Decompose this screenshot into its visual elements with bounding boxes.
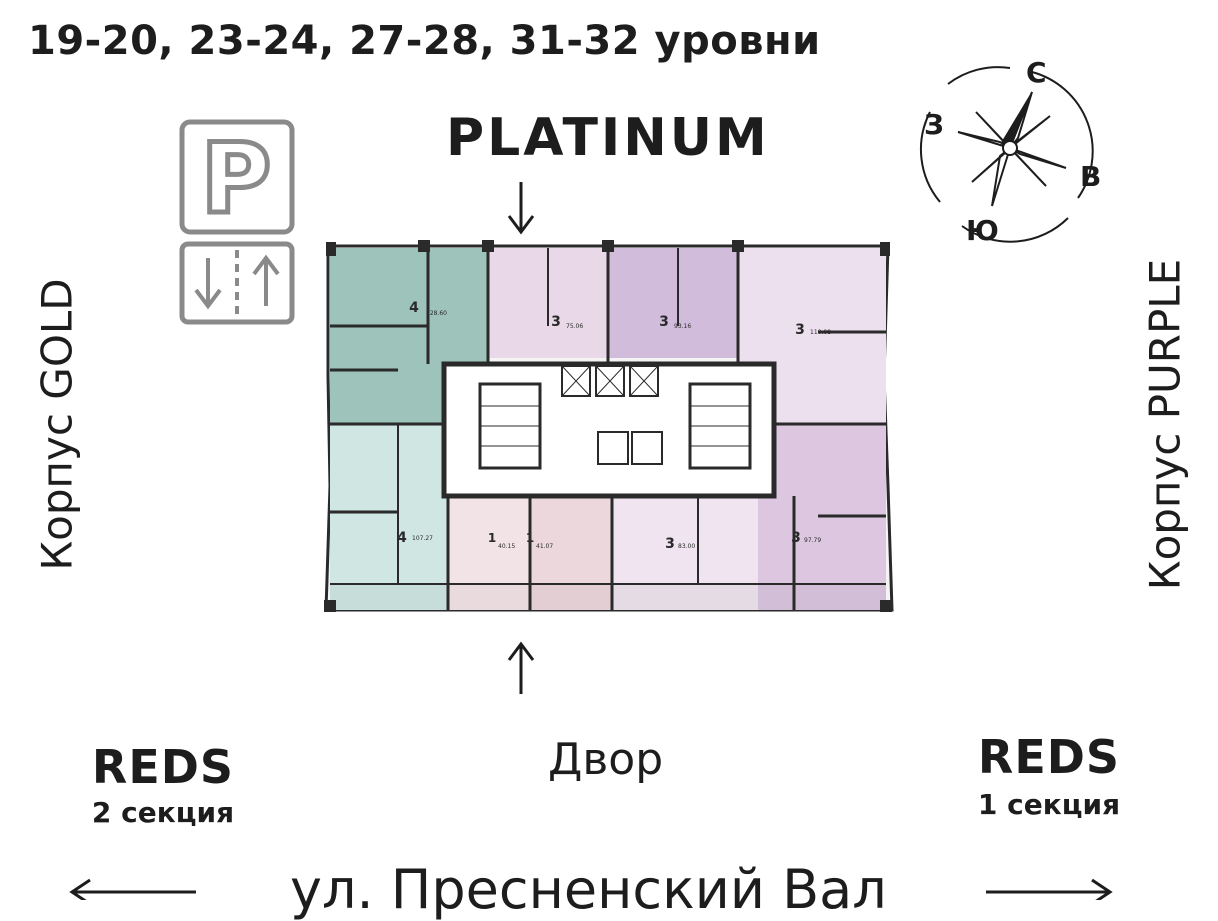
apartment-zone-5[interactable] [330, 424, 448, 610]
parking-icon: P [179, 119, 295, 325]
apartment-9-rooms: 3 [791, 530, 801, 546]
apartment-5-rooms: 4 [397, 530, 407, 546]
apartment-7-rooms: 1 [526, 531, 534, 545]
floor-plan: 4 128.60 3 75.06 3 93.16 3 110.08 4 107.… [324, 240, 894, 612]
apartment-3-area: 93.16 [674, 323, 691, 330]
levels-title: 19-20, 23-24, 27-28, 31-32 уровни [28, 18, 821, 64]
compass-rose-icon [919, 66, 1094, 243]
apartment-2-area: 75.06 [566, 323, 583, 330]
arrow-up-icon [507, 641, 535, 694]
apartment-9-area: 97.79 [804, 537, 821, 544]
apartment-3-rooms: 3 [659, 314, 669, 330]
street-name: ул. Пресненский Вал [290, 858, 887, 921]
apartment-1-area: 128.60 [426, 310, 447, 317]
apartment-4-area: 110.08 [810, 329, 831, 336]
reds-left-title: REDS [91, 740, 235, 794]
parking-letter: P [201, 123, 271, 235]
apartment-4-rooms: 3 [795, 322, 805, 338]
compass-north: С [1026, 56, 1047, 89]
apartment-7-area: 41.07 [536, 543, 553, 550]
label-building-purple: Корпус PURPLE [1140, 258, 1190, 591]
apartment-8-rooms: 3 [665, 536, 675, 552]
reds-right-section: 1 секция [977, 788, 1121, 821]
arrow-right-icon [986, 878, 1113, 900]
reds-right-title: REDS [977, 730, 1121, 784]
compass-west: З [924, 108, 944, 141]
reds-left-section: 2 секция [91, 796, 235, 829]
yard-label: Двор [548, 734, 664, 785]
compass-south: Ю [966, 214, 999, 247]
arrow-down-icon [507, 182, 535, 235]
label-building-gold: Корпус GOLD [32, 278, 82, 571]
compass-east: В [1080, 160, 1102, 193]
building-name: PLATINUM [446, 108, 770, 168]
apartment-5-area: 107.27 [412, 535, 433, 542]
apartment-zone-7[interactable] [530, 498, 612, 610]
apartment-zone-6[interactable] [448, 498, 530, 610]
apartment-8-area: 83.00 [678, 543, 695, 550]
apartment-6-rooms: 1 [488, 531, 496, 545]
apartment-6-area: 40.15 [498, 543, 515, 550]
apartment-1-rooms: 4 [409, 300, 419, 316]
apartment-zone-3[interactable] [608, 248, 738, 358]
compass: С З В Ю [900, 50, 1102, 250]
arrow-left-icon [69, 878, 196, 900]
apartment-2-rooms: 3 [551, 314, 561, 330]
